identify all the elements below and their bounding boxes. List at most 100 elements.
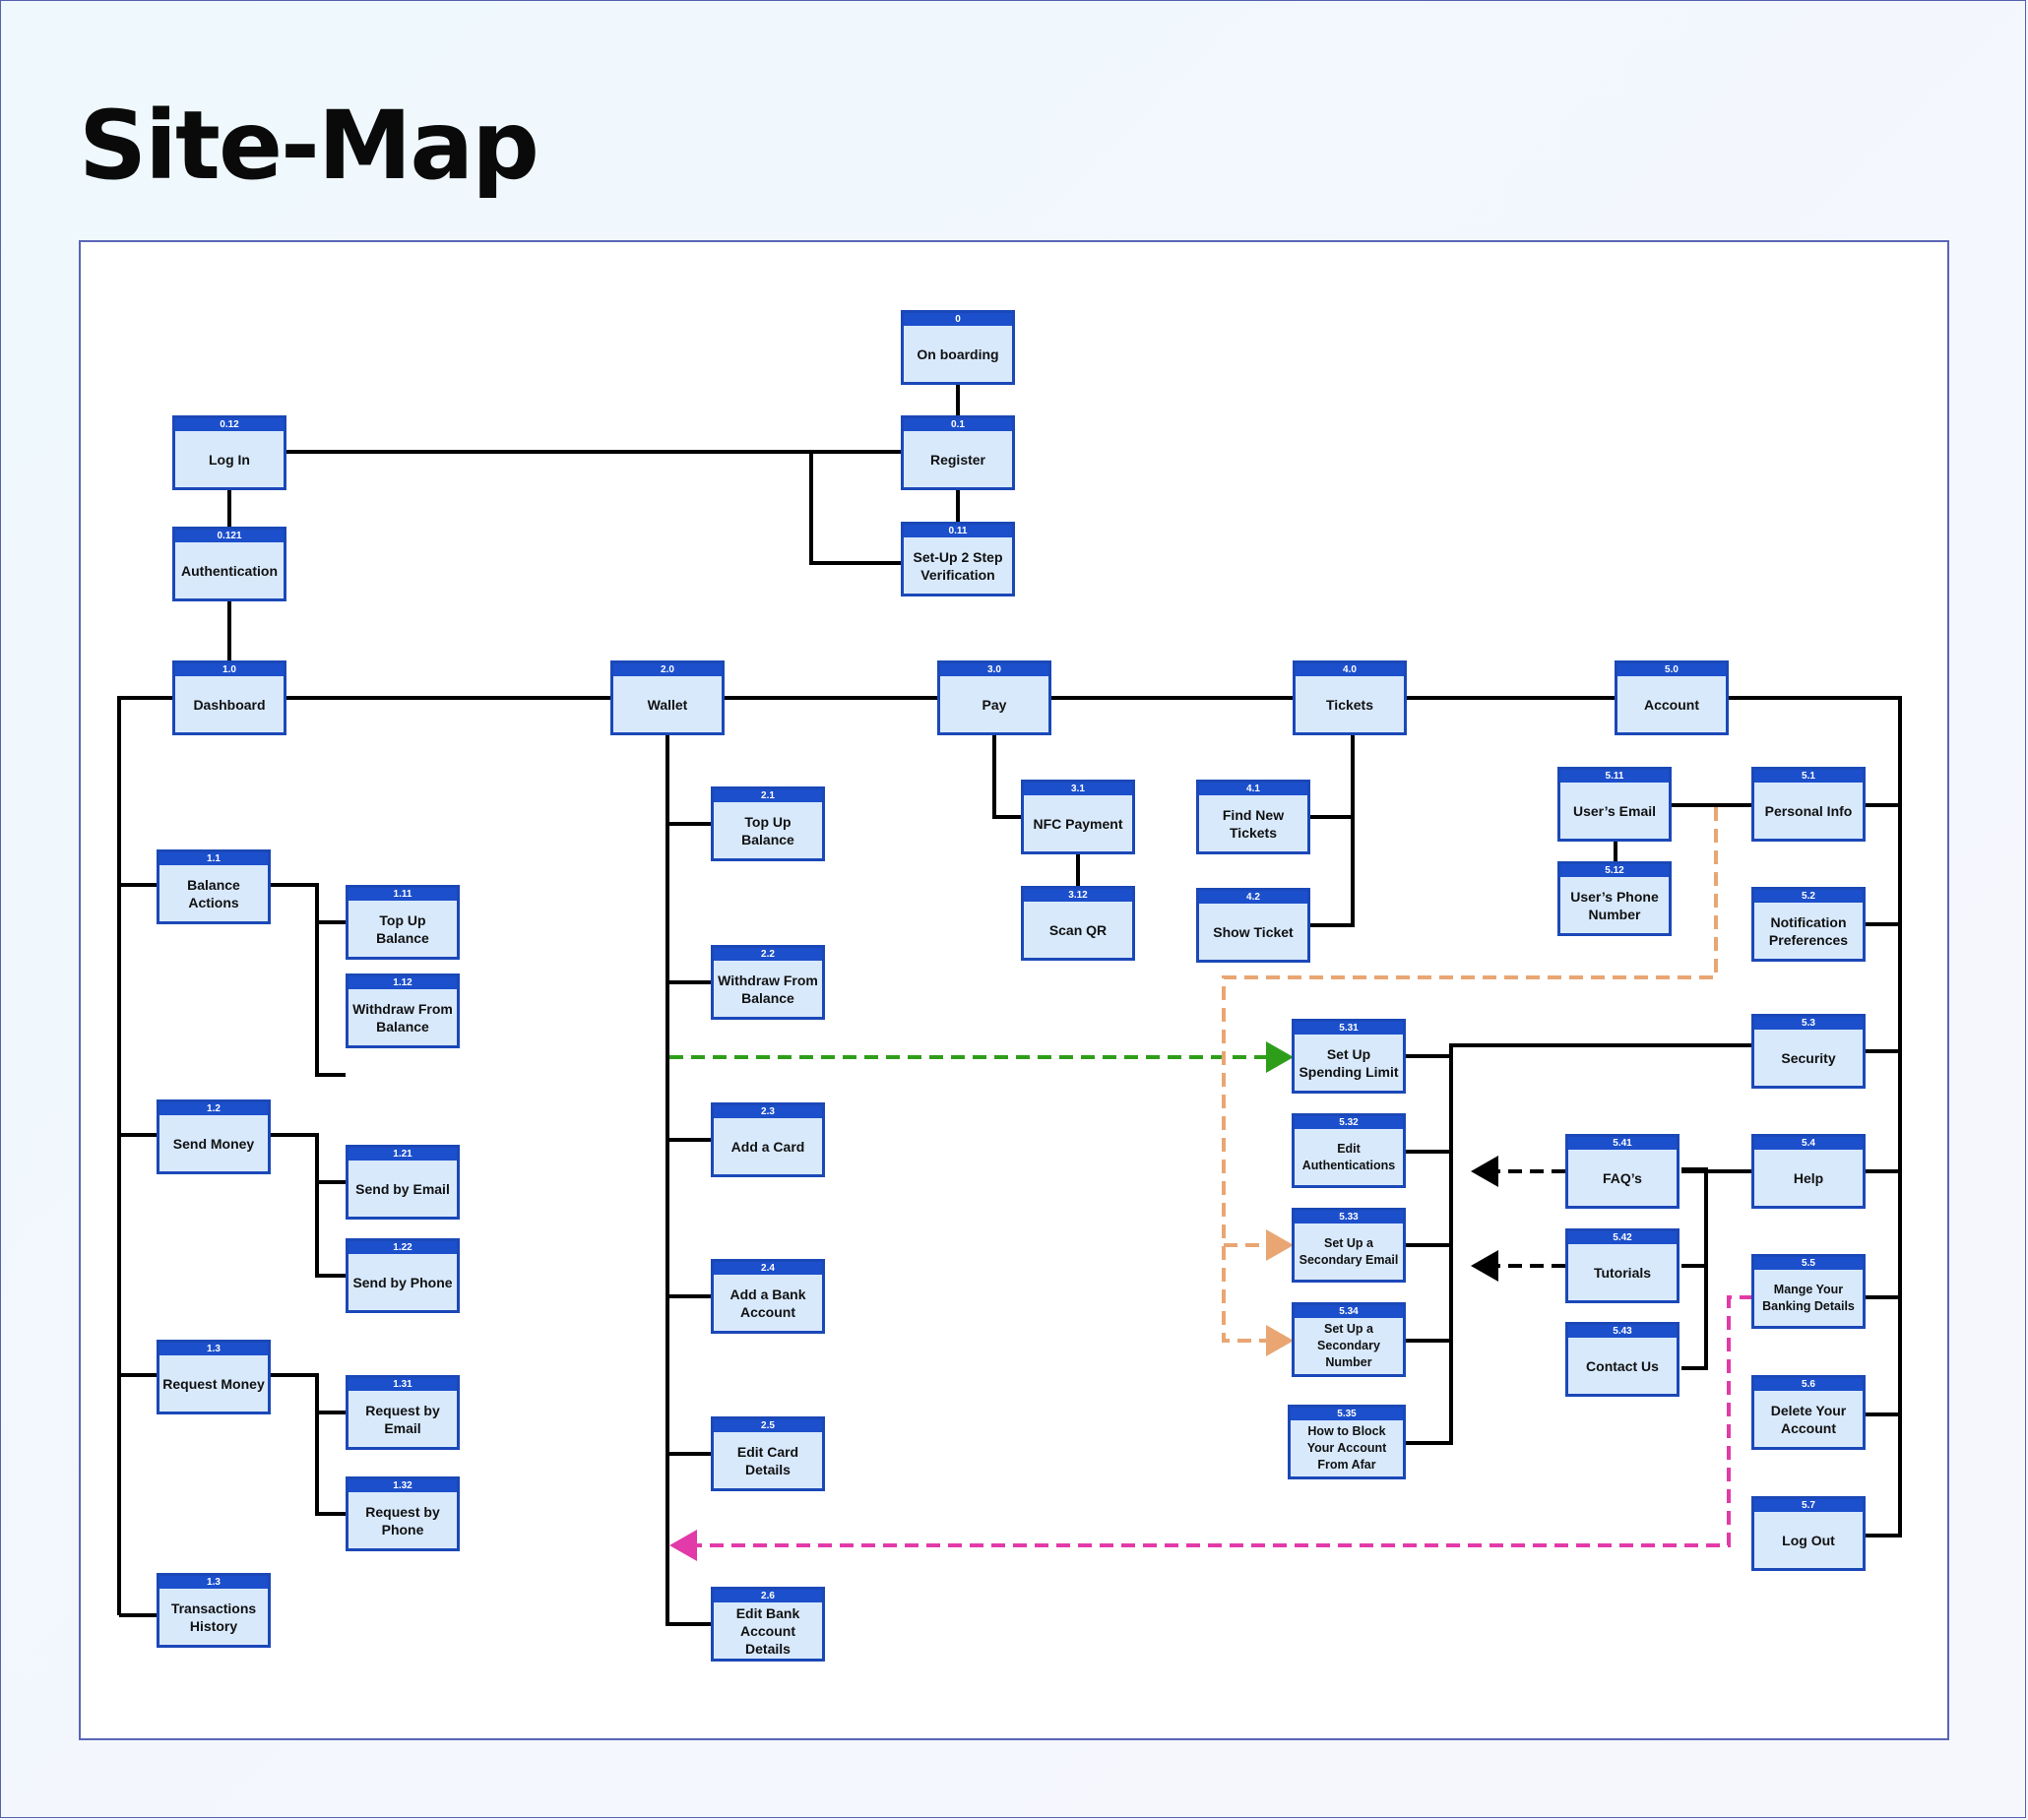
node-code: 5.12 [1560, 864, 1669, 877]
node-label: Wallet [647, 696, 688, 713]
connector [992, 733, 1021, 819]
node-label: User’s Email [1572, 802, 1657, 819]
connector [1866, 696, 1902, 1538]
node-code: 5.11 [1560, 770, 1669, 783]
node-label: Personal Info [1764, 802, 1853, 819]
node-label: Register [929, 451, 986, 468]
node-label: Request Money [162, 1375, 265, 1392]
node-label: Edit Card Details [736, 1443, 799, 1477]
node-label: Top Up Balance [376, 911, 429, 946]
page-title: Site-Map [79, 91, 539, 201]
node-label: Set Up a Secondary Number [1317, 1322, 1380, 1369]
node-code: 5.35 [1291, 1408, 1403, 1420]
node-code: 5.34 [1295, 1305, 1403, 1318]
node-code: 3.12 [1024, 889, 1132, 902]
node-code: 0.11 [904, 525, 1012, 537]
node-label: Delete Your Account [1770, 1402, 1847, 1436]
node-code: 0.12 [175, 418, 284, 431]
node-code: 1.0 [175, 663, 284, 676]
node-label: Scan QR [1048, 921, 1108, 938]
node-code: 5.6 [1754, 1378, 1863, 1391]
connector [269, 883, 346, 1077]
node-label: Contact Us [1586, 1357, 1659, 1374]
node-code: 1.12 [349, 976, 457, 989]
node-label: Tutorials [1593, 1264, 1652, 1281]
node-code: 2.2 [714, 948, 822, 961]
node-code: 5.31 [1295, 1022, 1403, 1035]
node-label: Account [1644, 696, 1699, 713]
node-code: 5.2 [1754, 890, 1863, 903]
connector [665, 733, 711, 1626]
node-code: 1.1 [159, 852, 268, 865]
node-code: 1.32 [349, 1479, 457, 1492]
node-code: 2.0 [613, 663, 722, 676]
node-label: Set-Up 2 Step Verification [913, 548, 1003, 583]
node-code: 4.2 [1199, 891, 1307, 904]
node-label: Pay [982, 696, 1007, 713]
node-label: Top Up Balance [741, 813, 794, 847]
node-code: 0.121 [175, 530, 284, 542]
node-label: Log In [209, 451, 250, 468]
node-code: 4.0 [1296, 663, 1404, 676]
node-label: Tickets [1326, 696, 1373, 713]
node-code: 2.4 [714, 1262, 822, 1275]
node-code: 1.11 [349, 888, 457, 901]
node-label: Withdraw From Balance [352, 1000, 453, 1035]
node-label: Authentication [181, 562, 278, 579]
node-code: 4.1 [1199, 783, 1307, 795]
node-code: 5.0 [1617, 663, 1726, 676]
connector [269, 1133, 346, 1278]
connector [809, 452, 901, 565]
node-code: 0 [904, 313, 1012, 326]
